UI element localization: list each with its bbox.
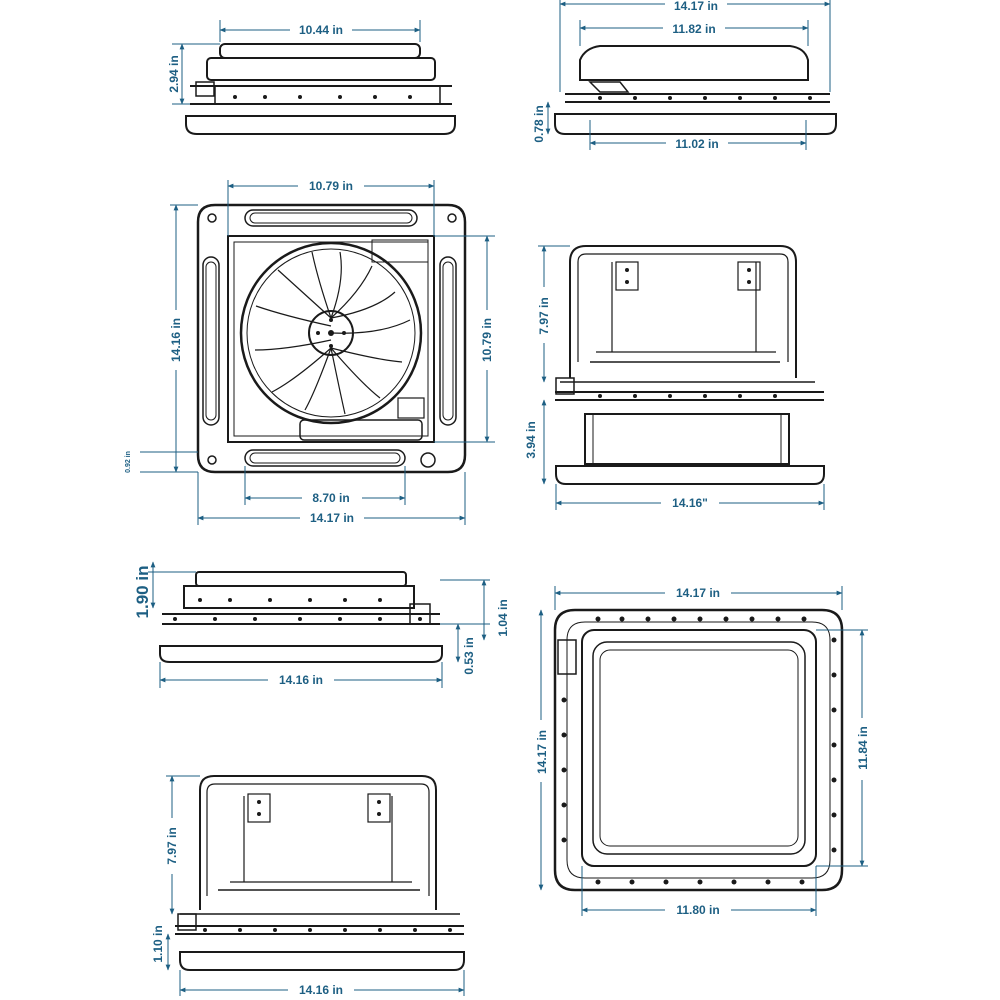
dim-right-height: 1.04 in: [496, 599, 510, 636]
dim-height: 1.90 in: [133, 566, 152, 619]
dim-base-height: 0.78 in: [532, 105, 546, 142]
dim-overall-width: 14.17 in: [310, 511, 354, 525]
dim-width: 14.16 in: [299, 983, 343, 997]
dim-corner-offset: 0.92 in: [125, 451, 132, 473]
top-view-fan: [140, 180, 495, 525]
vent-slots: [202, 209, 457, 467]
dim-left-height: 14.16 in: [169, 318, 183, 362]
side-view-open-right: [538, 245, 825, 510]
dim-base-width: 11.02 in: [675, 137, 718, 151]
screw-row: [198, 598, 382, 602]
side-view-open-left: [165, 775, 465, 996]
screw-row: [598, 394, 777, 398]
hinge-bracket: [615, 261, 761, 291]
fan: [239, 241, 423, 425]
dim-width: 14.16": [672, 496, 708, 510]
dim-inner-width: 11.80 in: [676, 903, 719, 917]
dim-base-height: 1.10 in: [151, 925, 165, 962]
side-view-mid-left: [148, 561, 490, 688]
dim-right-height: 11.84 in: [856, 726, 870, 769]
bottom-view: [538, 586, 868, 916]
dim-left-height: 14.17 in: [535, 730, 549, 774]
dim-height: 7.97 in: [165, 827, 179, 864]
dim-top-width: 10.79 in: [309, 179, 353, 193]
mounting-holes: [561, 616, 837, 885]
dim-height: 7.97 in: [537, 297, 551, 334]
screw-row: [598, 96, 812, 100]
dim-width: 14.16 in: [279, 673, 323, 687]
dim-flange: 0.53 in: [462, 637, 476, 674]
dim-height: 2.94 in: [167, 55, 181, 92]
screw-row: [173, 617, 422, 621]
dim-base-height: 3.94 in: [524, 421, 538, 458]
dim-top-width: 14.17 in: [676, 586, 720, 600]
corner-holes: [207, 213, 457, 468]
dim-overall-width: 14.17 in: [674, 0, 718, 13]
dim-top-width: 11.82 in: [672, 22, 715, 36]
screw-row: [203, 928, 452, 932]
dim-bottom-slot: 8.70 in: [312, 491, 349, 505]
dim-top-width: 10.44 in: [299, 23, 343, 37]
side-view-top-left: [172, 20, 456, 135]
side-view-top-right: [545, 0, 837, 150]
screw-row: [233, 95, 412, 99]
hinge-bracket: [247, 793, 391, 823]
dim-right-height: 10.79 in: [480, 318, 494, 362]
